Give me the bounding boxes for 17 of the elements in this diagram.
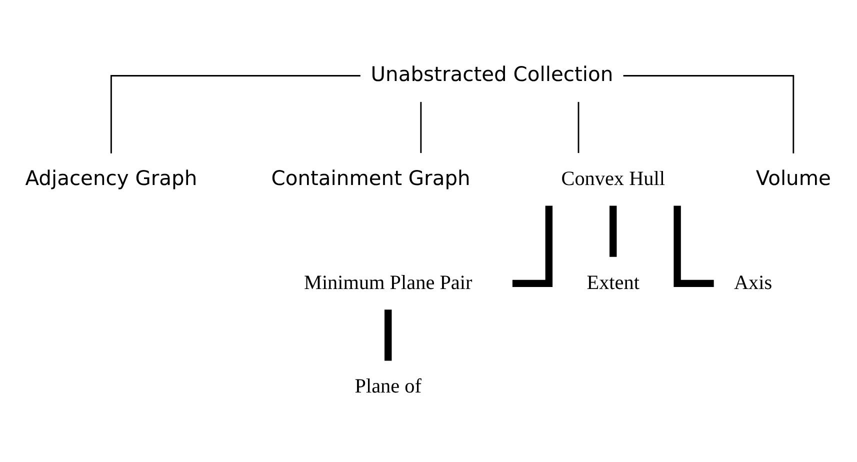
node-text: Volume (756, 165, 831, 190)
node-text: Extent (586, 271, 640, 294)
node-text: Convex Hull (561, 167, 665, 190)
connector (578, 101, 580, 153)
node-text: Plane of (354, 375, 422, 398)
node-text: Minimum Plane Pair (304, 271, 472, 294)
node-text: Containment Graph (271, 165, 470, 190)
node-text: Unabstracted Collection (370, 62, 614, 86)
connector (384, 309, 392, 360)
connector (110, 74, 360, 153)
connector (512, 205, 553, 287)
connector (420, 101, 422, 153)
node-text: Adjacency Graph (25, 165, 198, 190)
connector (623, 74, 794, 153)
connector (610, 205, 617, 256)
node-text: Axis (734, 271, 772, 294)
connector (674, 205, 714, 287)
